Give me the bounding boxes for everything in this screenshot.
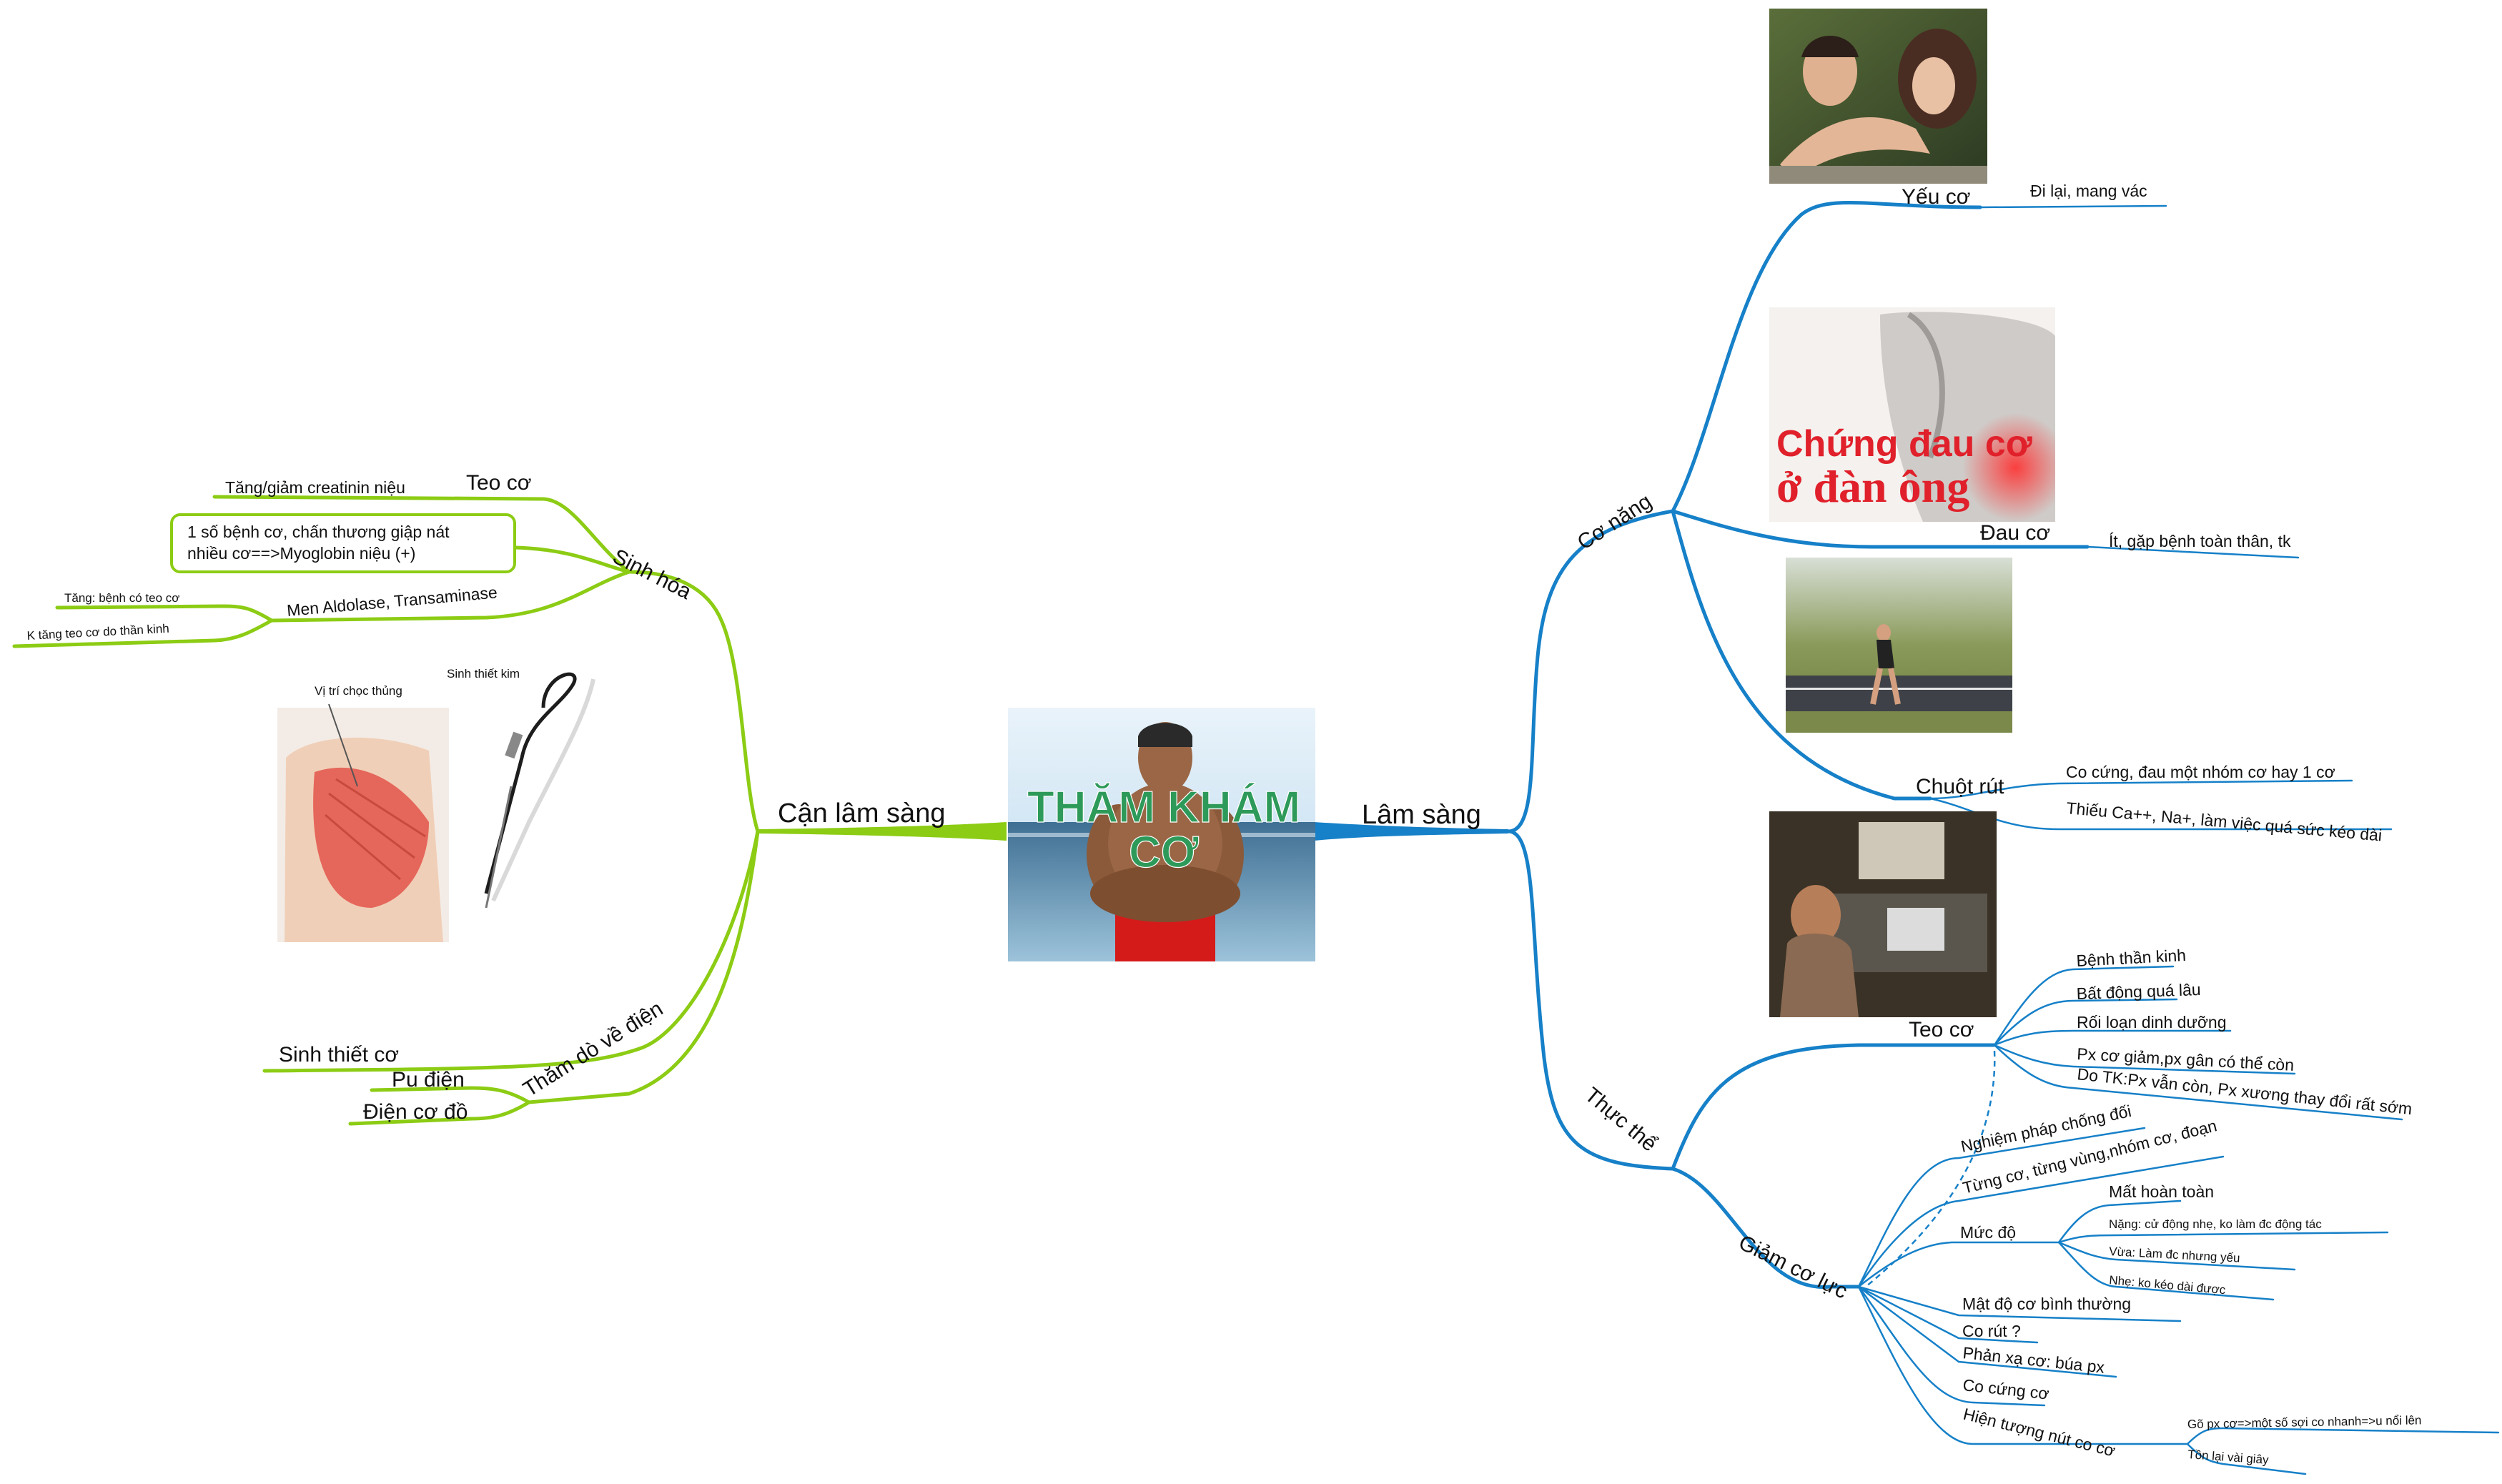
leaf-dien-co-do: Điện cơ đồ: [363, 1100, 468, 1124]
branch-can-lam-sang: Cận lâm sàng: [778, 798, 945, 828]
leaf-di-lai: Đi lại, mang vác: [2030, 182, 2147, 200]
left-connectors: [12, 495, 1007, 1126]
branch-lam-sang: Lâm sàng: [1362, 800, 1481, 830]
node-yeu-co: Yếu cơ: [1902, 185, 1970, 209]
leaf-tang-benh: Tăng: bệnh có teo cơ: [64, 591, 179, 605]
leaf-go-px: Gõ px cơ=>một số sợi co nhanh=>u nổi lên: [2187, 1413, 2422, 1431]
node-chuot-rut: Chuột rút: [1916, 775, 2004, 798]
right-connectors: [1314, 200, 2500, 1475]
central-title-line1: THĂM KHÁM: [1027, 783, 1300, 832]
leaf-it-gap: Ít, gặp bệnh toàn thân, tk: [2109, 532, 2291, 550]
image-text-line1: Chứng đau cơ: [1776, 423, 2032, 465]
leaf-co-cung: Co cứng cơ: [1962, 1375, 2049, 1403]
leaf-vua: Vừa: Làm đc nhưng yếu: [2109, 1245, 2240, 1265]
label-vi-tri: Vị trí chọc thủng: [315, 684, 402, 698]
image-muscle-pain: Chứng đau cơ ở đàn ông: [1769, 307, 2055, 522]
leaf-roi-loan: Rối loạn dinh dưỡng: [2077, 1013, 2227, 1032]
leaf-creatinin: Tăng/giảm creatinin niệu: [225, 478, 405, 497]
image-arm-wrestling: [1769, 9, 1987, 184]
leaf-nhe: Nhẹ: ko kéo dài được: [2109, 1273, 2227, 1297]
node-sinh-thiet-co: Sinh thiết cơ: [279, 1043, 399, 1067]
image-atrophy-patient: [1769, 811, 1997, 1017]
leaf-co-rut: Co rút ?: [1962, 1322, 2021, 1340]
myoglobin-box: 1 số bệnh cơ, chấn thương giập nát nhiều…: [170, 513, 516, 573]
leaf-pu-dien: Pu điện: [392, 1068, 465, 1092]
central-title-line2: CƠ: [1129, 828, 1199, 877]
leaf-phan-xa: Phản xạ cơ: búa px: [1962, 1343, 2105, 1377]
node-thuc-the: Thực thể: [1581, 1083, 1661, 1157]
node-teo-co-sinh-hoa: Teo cơ: [466, 471, 531, 495]
leaf-ton-lai: Tồn lại vài giây: [2187, 1448, 2270, 1467]
node-co-nang: Cơ năng: [1573, 490, 1656, 555]
node-teo-co-thuc-the: Teo cơ: [1909, 1018, 1974, 1042]
central-topic: THĂM KHÁM CƠ: [1008, 708, 1315, 961]
image-runner-cramp: [1786, 558, 2012, 733]
image-muscle-biopsy: Vị trí chọc thủng Sinh thiết kim: [277, 667, 595, 942]
leaf-k-tang: K tăng teo cơ do thần kinh: [26, 622, 169, 643]
leaf-thieu-ca: Thiếu Ca++, Na+, làm việc quá sức kéo dà…: [2066, 798, 2383, 845]
node-hien-tuong: Hiện tượng nút co cơ: [1962, 1405, 2117, 1460]
image-text-line2: ở đàn ông: [1776, 461, 1969, 512]
leaf-nang: Nặng: cử động nhẹ, ko làm đc động tác: [2109, 1217, 2322, 1231]
label-sinh-thiet-kim: Sinh thiết kim: [447, 667, 520, 681]
leaf-mat-do: Mật độ cơ bình thường: [1962, 1295, 2131, 1313]
node-men: Men Aldolase, Transaminase: [286, 583, 498, 620]
leaf-bat-dong: Bất động quá lâu: [2076, 980, 2201, 1003]
leaf-co-cung-dau: Co cứng, đau một nhóm cơ hay 1 cơ: [2066, 763, 2335, 781]
node-giam-co-luc: Giảm cơ lực: [1735, 1231, 1851, 1304]
node-dau-co: Đau cơ: [1980, 521, 2050, 545]
box-line1: 1 số bệnh cơ, chấn thương giập nát: [187, 523, 450, 541]
leaf-mat-hoan-toan: Mất hoàn toàn: [2109, 1182, 2214, 1201]
box-line2: nhiều cơ==>Myoglobin niệu (+): [187, 544, 415, 563]
node-muc-do: Mức độ: [1960, 1223, 2016, 1242]
